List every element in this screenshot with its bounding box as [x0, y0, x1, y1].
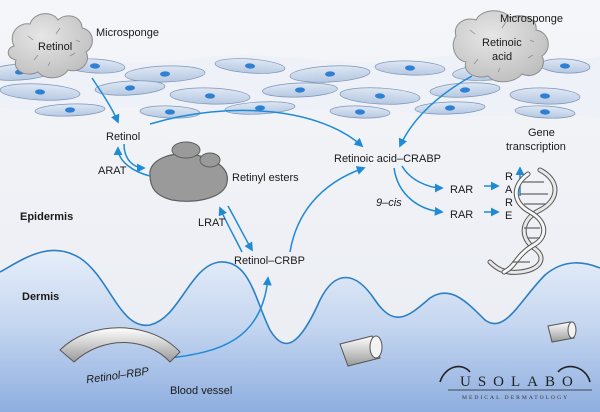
cell-nucleus: [375, 93, 385, 99]
microsponge-right: Retinoic acid: [452, 10, 549, 83]
arrow-ra-to-rar-bottom: [393, 167, 444, 216]
arat-label: ARAT: [98, 165, 127, 177]
cell-nucleus: [35, 89, 45, 95]
cell-nucleus: [160, 71, 170, 77]
arrow-esters-to-retinol: [113, 146, 151, 177]
microsponge-right-label: Microsponge: [500, 13, 563, 25]
arrow-lrat-up: [218, 206, 243, 253]
blood-vessel-segment-1: [339, 335, 383, 367]
usolabo-logo: USOLABO MEDICAL DERMATOLOGY: [439, 365, 592, 401]
cell-nucleus: [65, 107, 75, 113]
epidermis-label: Epidermis: [20, 211, 73, 223]
cell-nucleus: [355, 109, 365, 115]
cell-nucleus: [125, 85, 135, 91]
arrow-crbp-to-ra-crabp: [289, 166, 366, 253]
arrow-retinol-to-esters: [123, 143, 146, 173]
logo-subtitle: MEDICAL DERMATOLOGY: [462, 395, 569, 401]
dermal-epidermal-junction: [0, 249, 600, 344]
retinoic-acid-crabp-label: Retinoic acid–CRABP: [334, 153, 441, 165]
cell-nucleus: [540, 109, 550, 115]
retinyl-esters-label: Retinyl esters: [232, 172, 299, 184]
arrow-retinol-to-ra-crabp: [149, 109, 364, 148]
arrow-ra-to-rar-top: [401, 165, 444, 193]
dna-helix: [487, 167, 558, 275]
arrow-rbp-to-crbp: [169, 276, 272, 359]
cell-nucleus: [90, 63, 100, 69]
cell-nucleus: [445, 105, 455, 111]
dermis-label: Dermis: [22, 291, 59, 303]
retinol-label: Retinol: [106, 131, 140, 143]
cell-nucleus: [405, 65, 415, 71]
pathway-arrows: [91, 75, 525, 359]
retinyl-ester-droplets: [149, 141, 228, 202]
cell-nucleus: [205, 93, 215, 99]
rare-letter-2: A: [505, 184, 513, 196]
lrat-label: LRAT: [198, 217, 226, 229]
arrow-sponge-to-retinol: [91, 77, 120, 124]
rare-letter-3: R: [505, 197, 513, 209]
rare-letter-4: E: [505, 210, 512, 222]
rare-letters: R A R E: [505, 171, 513, 222]
rare-letter-1: R: [505, 171, 513, 183]
sponge-left-label: Retinol: [38, 41, 72, 53]
logo-wordmark: USOLABO: [460, 374, 580, 390]
arrow-sponge-right-to-ra-crabp: [398, 75, 473, 148]
retinol-crbp-label: Retinol–CRBP: [234, 255, 305, 267]
cell-nucleus: [540, 93, 550, 99]
blood-vessel-label: Blood vessel: [170, 385, 232, 397]
cell-nucleus: [295, 87, 305, 93]
microsponge-left-label: Microsponge: [96, 27, 159, 39]
cell-nucleus: [255, 105, 265, 111]
sponge-right-label-2: acid: [492, 51, 512, 63]
cell-nucleus: [245, 63, 255, 69]
arrow-lrat-down: [227, 205, 253, 252]
rar-bottom-label: RAR: [450, 209, 473, 221]
microsponge-left: Retinol: [7, 13, 93, 79]
blood-vessel-segment-2: [547, 321, 577, 343]
sponge-right-label-1: Retinoic: [482, 37, 522, 49]
cell-nucleus: [560, 63, 570, 69]
nine-cis-label: 9–cis: [376, 197, 402, 209]
gene-label: Gene: [528, 127, 555, 139]
dermis-region: [0, 250, 600, 412]
cell-nucleus: [165, 109, 175, 115]
cell-nucleus: [325, 71, 335, 77]
transcription-label: transcription: [506, 141, 566, 153]
cell-nucleus: [460, 87, 470, 93]
rar-top-label: RAR: [450, 184, 473, 196]
